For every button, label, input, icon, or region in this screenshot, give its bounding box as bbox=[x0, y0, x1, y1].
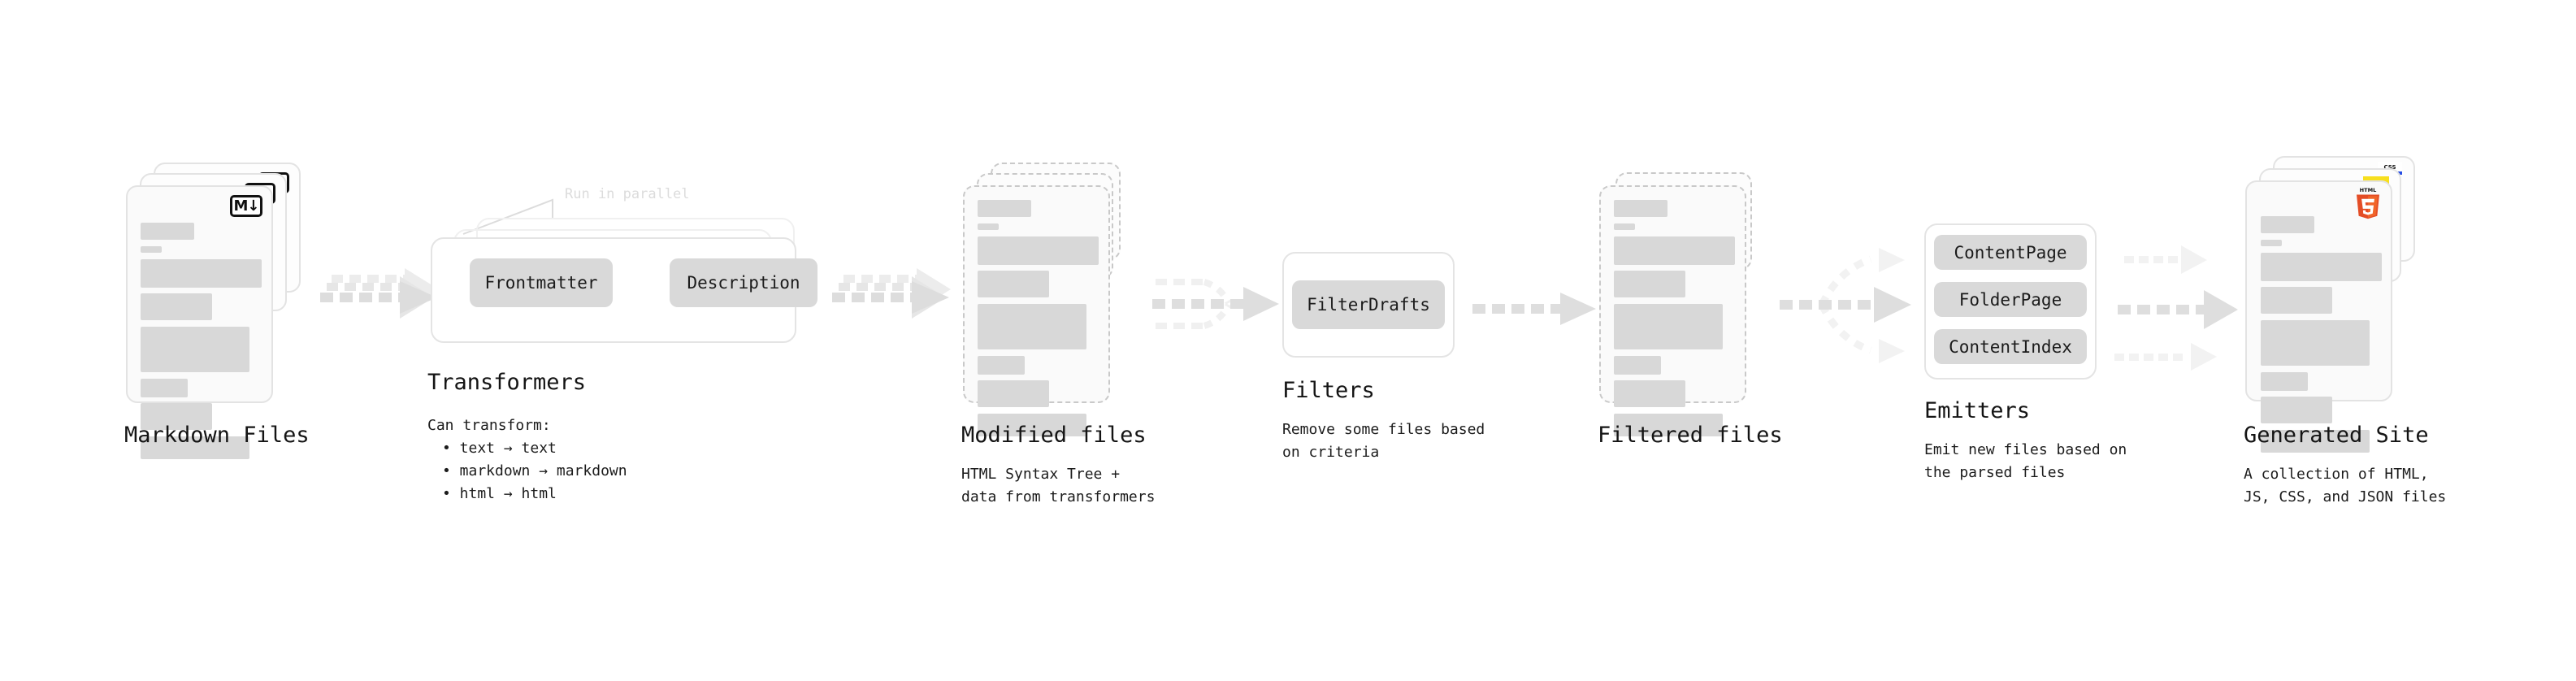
stage-markdown-files: M↓ M↓ M↓ Markdown Fi bbox=[124, 163, 310, 459]
css-badge-label: CSS bbox=[2383, 164, 2396, 171]
connector-filtered-to-emitters bbox=[1780, 248, 1911, 363]
site-doc-front: HTML bbox=[2245, 180, 2392, 453]
stage-title-filters: Filters bbox=[1282, 378, 1375, 403]
connector-filters-to-filtered bbox=[1472, 293, 1596, 325]
doc-bar bbox=[141, 246, 162, 253]
html5-badge-icon: HTML bbox=[2353, 186, 2383, 220]
doc-bar bbox=[1614, 304, 1723, 349]
connector-transformers-to-modified bbox=[832, 268, 951, 319]
modified-doc-front bbox=[963, 185, 1110, 436]
doc-bar bbox=[2261, 397, 2332, 423]
doc-bar bbox=[2261, 216, 2314, 233]
site-doc-stack: CSS JS HTML bbox=[2245, 156, 2420, 453]
stage-title-transformers: Transformers bbox=[427, 370, 587, 395]
doc-bar bbox=[978, 304, 1086, 349]
stage-title-modified-files: Modified files bbox=[961, 423, 1147, 448]
doc-bar bbox=[141, 379, 188, 397]
markdown-badge-label: M↓ bbox=[233, 197, 260, 215]
doc-bar bbox=[978, 414, 1086, 436]
stage-filtered-files: Filtered files bbox=[1598, 163, 1783, 448]
doc-bar bbox=[978, 236, 1099, 265]
connector-md-to-transformers bbox=[320, 268, 439, 319]
emitter-chip-folderpage[interactable]: FolderPage bbox=[1934, 282, 2087, 317]
stage-title-generated-site: Generated Site bbox=[2244, 423, 2429, 448]
doc-bar bbox=[1614, 236, 1735, 265]
markdown-doc-stack: M↓ M↓ M↓ bbox=[126, 163, 301, 459]
stage-subtitle-transformers: Can transform: bbox=[427, 417, 551, 434]
stage-subtitle-emitters: Emit new files based on the parsed files bbox=[1924, 441, 2127, 481]
emitter-chip-contentindex[interactable]: ContentIndex bbox=[1934, 329, 2087, 364]
doc-bar bbox=[1614, 271, 1685, 297]
doc-bar bbox=[1614, 200, 1667, 217]
doc-bar bbox=[2261, 253, 2382, 281]
doc-bar bbox=[2261, 287, 2332, 314]
doc-bar bbox=[141, 223, 194, 240]
doc-bar bbox=[141, 436, 249, 459]
stage-subtitle-modified-files: HTML Syntax Tree + data from transformer… bbox=[961, 466, 1156, 505]
stage-title-filtered-files: Filtered files bbox=[1598, 423, 1783, 448]
svg-text:HTML: HTML bbox=[2360, 187, 2377, 193]
doc-bar bbox=[141, 327, 249, 372]
stage-title-markdown-files: Markdown Files bbox=[124, 423, 310, 448]
stage-generated-site: CSS JS HTML bbox=[2244, 156, 2446, 505]
doc-bar bbox=[978, 380, 1049, 407]
doc-bar bbox=[141, 259, 262, 288]
transformer-chip-description[interactable]: Description bbox=[670, 258, 817, 307]
connector-modified-to-filters bbox=[1152, 279, 1279, 329]
doc-bar bbox=[2261, 240, 2282, 246]
emitter-chip-contentpage[interactable]: ContentPage bbox=[1934, 235, 2087, 270]
doc-bar bbox=[978, 200, 1031, 217]
html5-shield-icon: HTML bbox=[2357, 187, 2379, 219]
annotation-run-in-parallel: Run in parallel bbox=[565, 186, 690, 202]
stage-subtitle-generated-site: A collection of HTML, JS, CSS, and JSON … bbox=[2244, 466, 2447, 505]
modified-doc-stack bbox=[963, 163, 1138, 436]
doc-bar bbox=[2261, 320, 2370, 366]
filter-chip-filterdrafts[interactable]: FilterDrafts bbox=[1292, 280, 1445, 329]
stage-subtitle-filters: Remove some files based on criteria bbox=[1282, 421, 1485, 461]
markdown-badge-icon: M↓ bbox=[230, 195, 262, 217]
markdown-doc-body bbox=[128, 187, 271, 459]
doc-bar bbox=[141, 403, 212, 430]
connector-emitters-to-site bbox=[2114, 245, 2238, 371]
doc-bar bbox=[2261, 372, 2308, 391]
transformer-bullet-list: • text → text • markdown → markdown • ht… bbox=[442, 440, 627, 502]
site-doc-body bbox=[2247, 182, 2391, 453]
doc-bar bbox=[978, 356, 1025, 375]
doc-bar bbox=[978, 271, 1049, 297]
doc-bar bbox=[141, 293, 212, 320]
filtered-doc-body bbox=[1601, 187, 1745, 436]
run-in-parallel-leader bbox=[462, 198, 553, 235]
filtered-doc-front bbox=[1599, 185, 1746, 436]
stage-modified-files: Modified files HTML Syntax Tree + data f… bbox=[961, 163, 1155, 505]
filtered-doc-stack bbox=[1599, 163, 1774, 436]
transformer-chip-frontmatter[interactable]: Frontmatter bbox=[470, 258, 613, 307]
doc-bar bbox=[1614, 414, 1723, 436]
doc-bar bbox=[2261, 430, 2370, 453]
doc-bar bbox=[1614, 356, 1661, 375]
doc-bar bbox=[978, 223, 999, 230]
markdown-doc-front: M↓ bbox=[126, 185, 273, 459]
transformer-bullets: • text → text • markdown → markdown • ht… bbox=[442, 437, 627, 505]
modified-doc-body bbox=[965, 187, 1108, 436]
doc-bar bbox=[1614, 380, 1685, 407]
doc-bar bbox=[1614, 223, 1635, 230]
stage-title-emitters: Emitters bbox=[1924, 398, 2031, 423]
